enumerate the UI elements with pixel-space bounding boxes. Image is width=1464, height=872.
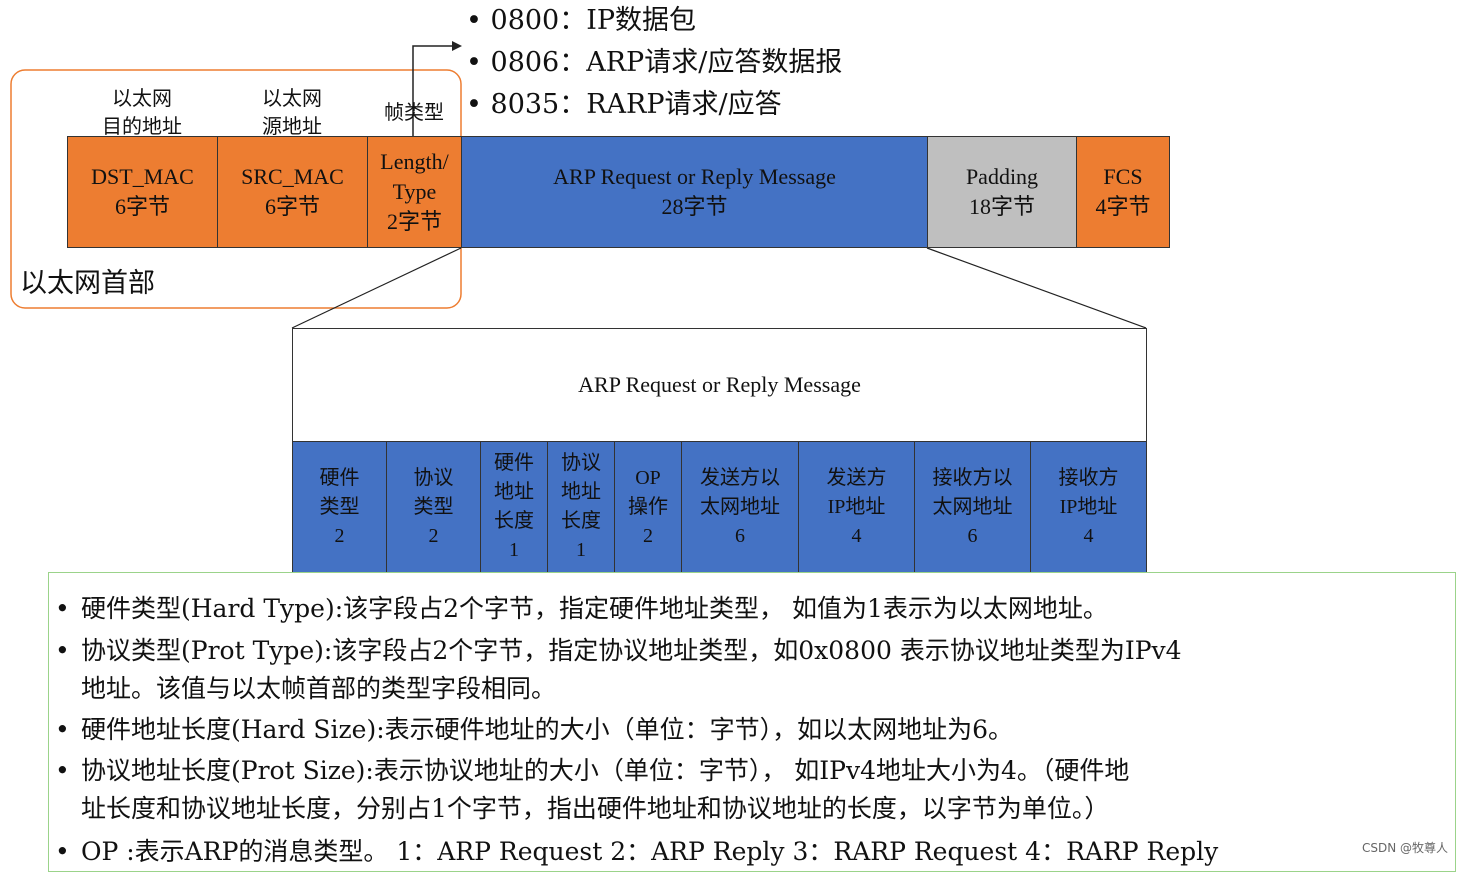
type-value-arp: • 0806：ARP请求/应答数据报 <box>466 47 843 78</box>
type-arrow-head <box>452 41 462 51</box>
type-arrow-line <box>412 45 455 138</box>
watermark: CSDN @牧尊人 <box>1361 841 1448 855</box>
zoom-line-left <box>291 247 462 329</box>
ethernet-header-label: 以太网首部 <box>20 268 155 299</box>
desc-protocol-size-cont: 址长度和协议地址长度，分别占1个字节，指出硬件地址和协议地址的长度，以字节为单位… <box>81 794 1110 823</box>
dst-address-label: 以太网目的地址 <box>102 86 182 138</box>
frame-type-label: 帧类型 <box>384 100 444 124</box>
src-address-label: 以太网源地址 <box>262 86 322 138</box>
desc-hardware-type: •硬件类型(Hard Type):该字段占2个字节，指定硬件地址类型， 如值为1… <box>55 594 1108 623</box>
desc-op: •OP :表示ARP的消息类型。 1：ARP Request 2：ARP Rep… <box>55 837 1219 866</box>
desc-protocol-type-cont: 地址。该值与以太帧首部的类型字段相同。 <box>81 674 557 703</box>
zoom-line-right <box>926 247 1147 329</box>
desc-protocol-size: •协议地址长度(Prot Size):表示协议地址的大小（单位：字节）， 如IP… <box>55 756 1130 785</box>
desc-protocol-type: •协议类型(Prot Type):该字段占2个字节，指定协议地址类型，如0x08… <box>55 636 1182 665</box>
type-value-rarp: • 8035：RARP请求/应答 <box>466 89 782 120</box>
desc-hardware-size: •硬件地址长度(Hard Size):表示硬件地址的大小（单位：字节），如以太网… <box>55 715 1014 744</box>
arp-message-title-box: ARP Request or Reply Message <box>292 328 1147 442</box>
field-descriptions-box: •硬件类型(Hard Type):该字段占2个字节，指定硬件地址类型， 如值为1… <box>48 572 1456 872</box>
type-value-ip: • 0800：IP数据包 <box>466 5 697 36</box>
